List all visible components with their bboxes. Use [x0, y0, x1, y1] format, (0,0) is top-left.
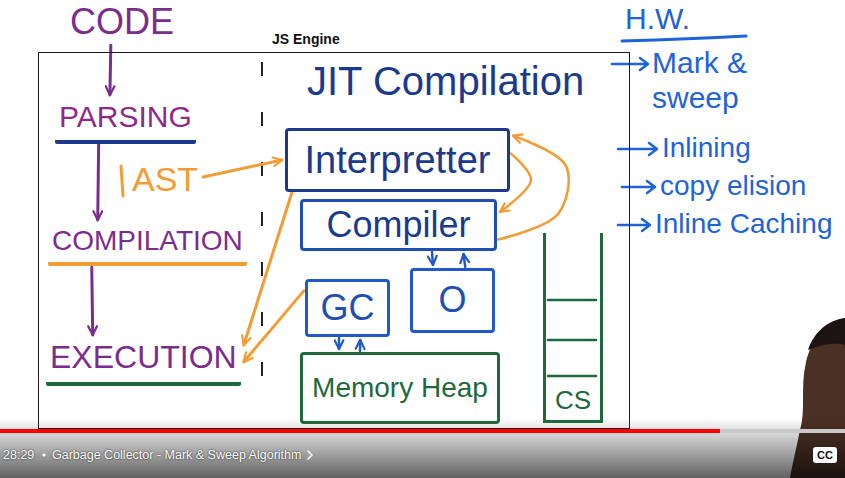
box-heading: JS Engine — [272, 32, 340, 48]
connector-arrow — [500, 154, 531, 212]
connector-arrow — [244, 291, 304, 362]
stack-shelf — [548, 299, 596, 302]
connector-arrow — [244, 193, 292, 345]
flow-step: PARSING — [55, 98, 196, 144]
separator-dot — [42, 453, 45, 456]
connector-arrow — [464, 254, 466, 267]
homework-item: Mark & sweep — [652, 46, 774, 115]
process-box: O — [410, 268, 495, 333]
progress-played — [0, 429, 720, 433]
stack-shelf — [548, 339, 596, 342]
chapter-chevron — [308, 451, 312, 459]
connector-arrow — [90, 267, 94, 335]
video-time: 28:29 — [3, 448, 34, 462]
process-box: Interpretter — [285, 128, 510, 192]
connector-arrow — [359, 340, 362, 351]
divider-line — [261, 62, 263, 400]
video-chapter: Garbage Collector - Mark & Sweep Algorit… — [52, 448, 301, 462]
node-text: AST — [132, 160, 198, 198]
bullet-arrow — [618, 219, 650, 231]
connector-arrow — [203, 160, 282, 177]
homework-heading: H.W. — [625, 2, 690, 37]
node-text: Memory Heap — [312, 372, 488, 403]
tick-mark — [121, 166, 123, 196]
connector-arrow — [338, 338, 341, 349]
bullet-arrow — [622, 181, 655, 193]
node-text: COMPILATION — [52, 225, 243, 256]
box-title: JIT Compilation — [307, 59, 584, 104]
heading-underline — [622, 36, 746, 41]
process-box: GC — [305, 279, 390, 337]
node-text: CS — [555, 386, 591, 415]
node-text: Compiler — [326, 205, 470, 245]
ast-step: AST — [128, 158, 202, 200]
bullet-arrow — [612, 58, 648, 70]
memory-box: Memory Heap — [300, 352, 500, 424]
presenter-hair — [808, 318, 845, 350]
player-gradient — [0, 418, 845, 478]
node-text: Interpretter — [305, 139, 491, 182]
homework-item: Inlining — [662, 132, 751, 164]
call-stack: CS — [543, 233, 603, 423]
flow-step: CODE — [66, 0, 178, 44]
stack-shelf — [548, 375, 596, 378]
engine-box: JS EngineJIT CompilationPARSINGASTInterp… — [38, 52, 630, 429]
progress-track — [0, 429, 845, 433]
node-text: PARSING — [59, 100, 192, 134]
process-box: Compiler — [300, 199, 497, 251]
homework-item: copy elision — [660, 170, 806, 202]
connector-arrow — [96, 145, 100, 220]
bullet-arrow — [618, 143, 657, 155]
connector-arrow — [431, 252, 434, 265]
cc-button: CC — [813, 447, 837, 463]
flow-step: COMPILATION — [48, 223, 247, 266]
node-text: EXECUTION — [50, 340, 237, 376]
homework-item: Inline Caching — [655, 208, 832, 240]
node-text: CODE — [70, 2, 174, 42]
flow-step: EXECUTION — [46, 338, 241, 386]
node-text: GC — [321, 288, 375, 328]
node-text: O — [438, 280, 466, 320]
